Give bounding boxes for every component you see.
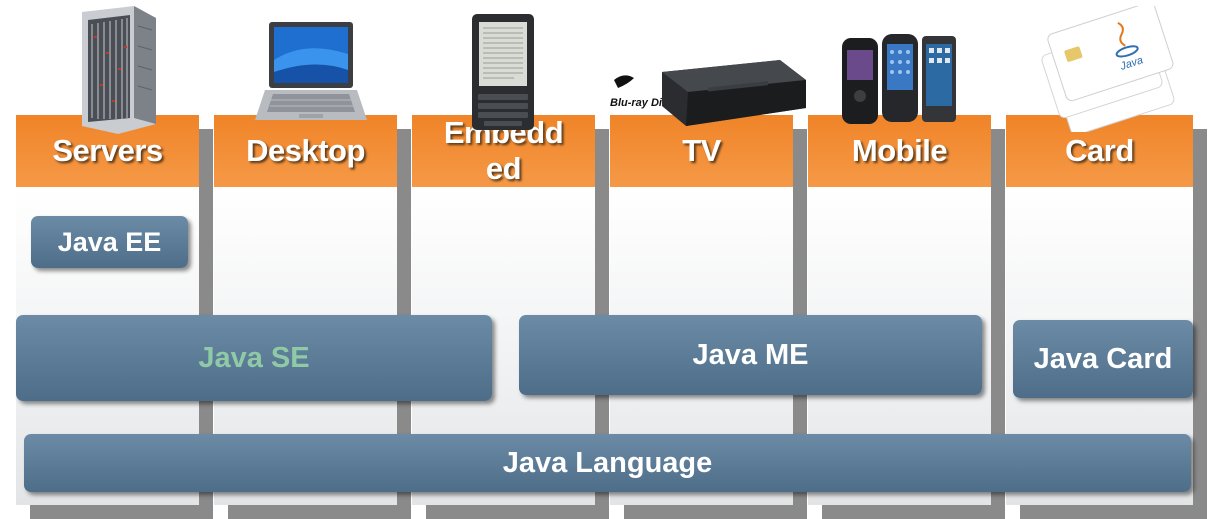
column-label: Mobile [851,133,948,168]
java-language-label: Java Language [502,446,713,479]
smart-cards-icon: Java [1041,6,1175,132]
bluray-logo-text: Blu-ray Disc [610,97,674,109]
mobile-phones-icon [842,34,956,124]
bluray-player-icon: Blu-ray Disc [610,60,806,126]
column-header-tv: TV [610,115,793,187]
server-rack-icon [82,6,156,134]
java-me-block: Java ME [519,315,982,395]
column-header-mobile: Mobile [808,115,991,187]
column-header-embedded: Embedded [412,115,595,187]
java-card-label: Java Card [1033,342,1173,375]
laptop-icon [255,22,367,120]
column-header-desktop: Desktop [214,115,397,187]
column-header-servers: Servers [16,115,199,187]
column-label: TV [682,133,721,168]
java-language-block: Java Language [24,434,1191,492]
bluray-logo: Blu-ray Disc [610,75,674,109]
column-label: Servers [52,133,163,168]
ebook-reader-icon [472,14,534,130]
column-label: Card [1065,133,1134,168]
java-ee-label: Java EE [57,226,162,257]
java-me-label: Java ME [692,338,809,371]
java-se-label: Java SE [198,341,310,374]
java-se-block: Java SE [16,315,492,401]
column-label: Desktop [246,133,365,168]
java-ee-block: Java EE [31,216,188,268]
java-card-block: Java Card [1013,320,1193,398]
column-label: Embedded [443,115,564,186]
